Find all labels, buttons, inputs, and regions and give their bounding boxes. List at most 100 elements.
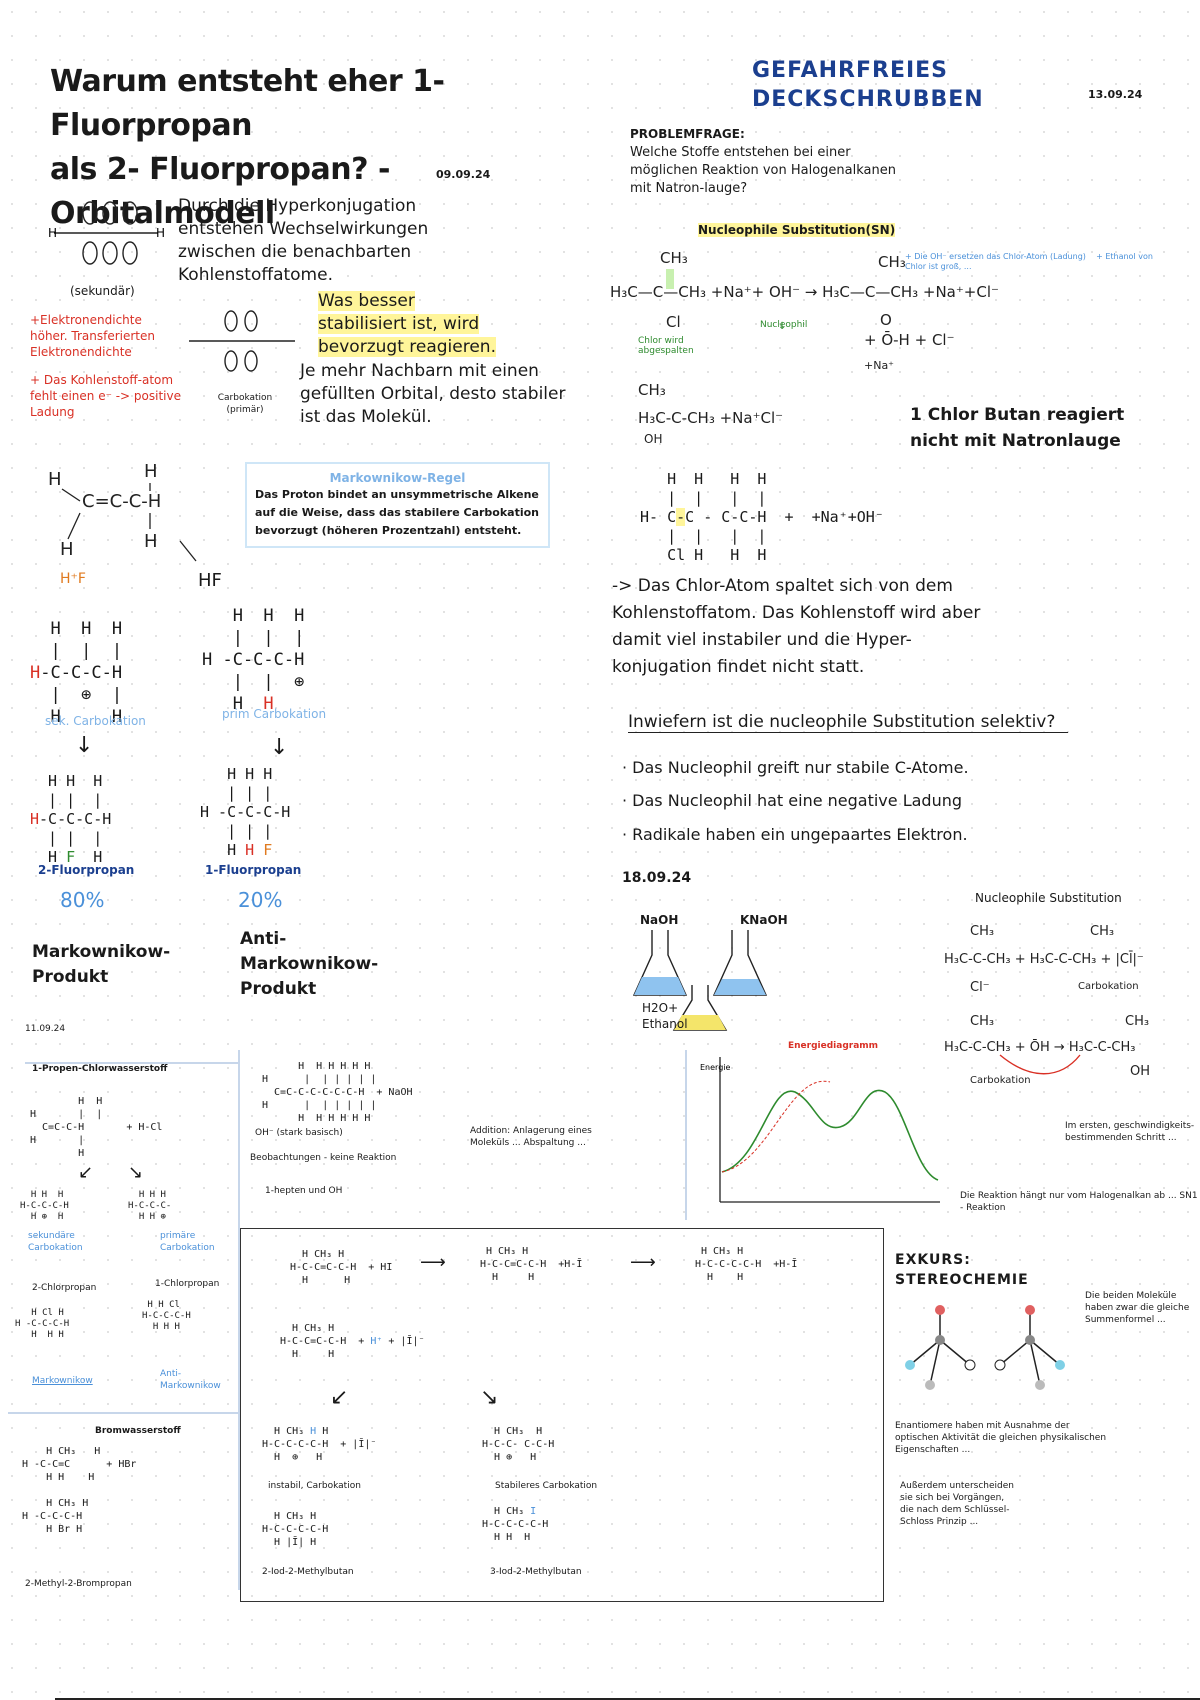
svg-text:Carbokation: Carbokation — [970, 1075, 1031, 1086]
date-18: 18.09.24 — [622, 870, 692, 886]
heptene-structure: H H H H H H H | | | | | | C=C-C-C-C-C-C-… — [262, 1061, 413, 1124]
chlorpropan-2-structure: H Cl H H -C-C-C-H H H H — [15, 1308, 70, 1340]
nucleophile-sub-title: Nucleophile Substitution(SN) — [698, 222, 896, 238]
arrow-right-2: ⟶ — [630, 1252, 656, 1273]
date-bottom: 11.09.24 — [25, 1024, 66, 1034]
arrow-left-diag: ↙ — [330, 1385, 349, 1410]
chlorbutan-structure: H H H H | | | | H- C-C - C-C-H + +Na⁺+OH… — [640, 470, 884, 564]
svg-text:H: H — [144, 461, 158, 482]
svg-text:+Na⁺: +Na⁺ — [864, 359, 894, 372]
svg-text:H₃C-C-CH₃ +Na⁺Cl⁻: H₃C-C-CH₃ +Na⁺Cl⁻ — [638, 409, 783, 427]
flasks — [632, 930, 768, 1031]
carbokation-label: Carbokation (primär) — [217, 393, 273, 415]
product-2-fluorpropan: 2-Fluorpropan — [38, 863, 135, 877]
stabil-structure: H CH₃ H H-C-C- C-C-H H ⊕ H — [482, 1426, 555, 1463]
prim-carb-structure: H H H H-C-C-C- H H ⊕ — [128, 1190, 172, 1222]
problem-label: PROBLEMFRAGE: — [630, 127, 745, 141]
prim-carb-label: primäre Carbokation — [160, 1231, 215, 1253]
sn-reaction-scheme: CH₃ H₃C—C—CH₃ +Na⁺+ OH⁻ → H₃C—C—CH₃ +Na⁺… — [610, 249, 999, 445]
svg-text:H⁺F: H⁺F — [60, 571, 86, 585]
iod1-structure: H CH₃ H H-C-C-C-C-H H |Ī| H — [262, 1511, 329, 1548]
svg-text:CH₃: CH₃ — [1125, 1014, 1149, 1029]
heading-gefahrfreies: GEFAHRFREIES DECKSCHRUBBEN — [752, 56, 984, 114]
svg-text:H: H — [156, 226, 165, 240]
arrow-down-2: ↓ — [270, 735, 289, 760]
propen-hcl-structure: H H H | | C=C-C-H + H-Cl H | H — [30, 1096, 163, 1159]
propen-structure: HC=C-C-H HH H H⁺F — [48, 461, 197, 585]
chlor-explanation: -> Das Chlor-Atom spaltet sich von dem K… — [612, 576, 981, 677]
instabil-label: instabil, Carbokation — [268, 1481, 361, 1491]
markownikow-rule-text: Das Proton bindet an unsymmetrische Alke… — [255, 488, 540, 537]
title-line-1: Warum entsteht eher 1-Fluorpropan — [50, 64, 445, 143]
orbital-molecule-sketch: H H — [48, 201, 165, 265]
anti-markownikow-produkt: Anti-Markownikow-Produkt — [240, 929, 379, 999]
separator-horizontal-2 — [25, 1062, 240, 1064]
sek-carb-structure: H H H H-C-C-C-H H ⊕ H — [20, 1190, 69, 1222]
iod-end-structure: H CH₃ H H-C-C-C-C-H +H-Ī H H — [695, 1246, 798, 1283]
hyperkonjugation-note: Durch die Hyperkonjugation entstehen Wec… — [178, 196, 429, 285]
title-line-2: als 2- Fluorpropan? - Orbitalmodell — [50, 152, 390, 231]
svg-text:C=C-C-H: C=C-C-H — [82, 491, 161, 512]
hf-label: HF — [198, 570, 222, 591]
arrow-down-1: ↓ — [75, 733, 94, 758]
separator-horizontal-1 — [8, 1412, 238, 1414]
problem-text: Welche Stoffe entstehen bei einer möglic… — [630, 145, 896, 196]
bromwasserstoff-label: Bromwasserstoff — [95, 1426, 181, 1436]
stereo-note-1: Die beiden Moleküle haben zwar die gleic… — [1085, 1291, 1190, 1325]
heading-line-2: DECKSCHRUBBEN — [752, 87, 984, 112]
svg-text:Cl: Cl — [666, 313, 681, 331]
iod-intermediate-structure: H CH₃ H H-C-C=C-C-H + H⁺ + |Ī|⁻ H H — [280, 1323, 425, 1360]
fluorpropan-1-structure: H H H | | | H -C-C-C-H | | | H H F — [200, 765, 291, 859]
heptene-notes: Addition: Anlagerung eines Moleküls ... … — [470, 1126, 592, 1148]
page-title: Warum entsteht eher 1-Fluorpropan als 2-… — [50, 60, 610, 236]
heading-line-1: GEFAHRFREIES — [752, 58, 949, 83]
svg-text:OH: OH — [644, 432, 662, 445]
svg-text:CH₃: CH₃ — [1090, 924, 1114, 939]
kohlenstoff-note: + Das Kohlenstoff-atom fehlt einen e⁻ ->… — [30, 373, 181, 419]
svg-text:Energie: Energie — [700, 1063, 730, 1072]
nachbarn-note: Je mehr Nachbarn mit einen gefüllten Orb… — [300, 361, 566, 427]
product-1-fluorpropan: 1-Fluorpropan — [205, 863, 302, 877]
bullet-1: · Das Nucleophil greift nur stabile C-At… — [622, 758, 969, 777]
exkurs-heading: EXKURS: STEREOCHEMIE — [895, 1250, 1029, 1290]
iod-mid-structure: H CH₃ H H-C-C=C-C-H +H-Ī H H — [480, 1246, 583, 1283]
svg-text:OH: OH — [1130, 1064, 1150, 1079]
svg-text:H₃C-C-CH₃ + H₃C-C-CH₃ + |Cl̄|⁻: H₃C-C-CH₃ + H₃C-C-CH₃ + |Cl̄|⁻ — [944, 952, 1144, 967]
svg-text:CH₃: CH₃ — [638, 381, 666, 399]
svg-text:CH₃: CH₃ — [660, 249, 688, 267]
sek-carbokation-label: sek. Carbokation — [45, 714, 146, 728]
instabil-structure: H CH₃ H H H-C-C-C-C-H + |Ī|⁻ H ⊕ H — [262, 1426, 377, 1463]
svg-text:H: H — [48, 226, 57, 240]
exkurs-line-1: EXKURS: — [895, 1252, 971, 1268]
svg-text:+ Ō-H + Cl⁻: + Ō-H + Cl⁻ — [864, 330, 955, 349]
iodine-reaction-frame — [240, 1228, 884, 1602]
selektiv-question: Inwiefern ist die nucleophile Substituti… — [628, 712, 1068, 733]
carbokation-orbital-sketch — [189, 310, 295, 372]
anti-markownikow-label: Anti-Markownikow — [160, 1369, 221, 1391]
beobachtungen-label: Beobachtungen - keine Reaktion — [250, 1153, 397, 1163]
methyl-brompropan-label: 2-Methyl-2-Brompropan — [25, 1579, 132, 1589]
stabilisiert-text: Was besser stabilisiert ist, wird bevorz… — [318, 291, 496, 357]
iod1-label: 2-Iod-2-Methylbutan — [262, 1567, 354, 1577]
percent-80: 80% — [60, 888, 105, 912]
prim-carbokation-label: prim Carbokation — [222, 707, 327, 721]
exkurs-line-2: STEREOCHEMIE — [895, 1272, 1029, 1288]
oh-note: OH⁻ (stark basisch) — [255, 1128, 343, 1138]
svg-text:H: H — [60, 539, 74, 560]
fluorpropan-2-structure: H H H | | | H-C-C-C-H | | | H F H — [30, 772, 112, 866]
stereo-note-2: Enantiomere haben mit Ausnahme der optis… — [895, 1421, 1107, 1455]
svg-text:abgespalten: abgespalten — [638, 346, 694, 356]
sekundaer-label: (sekundär) — [70, 284, 135, 298]
markownikow-rule-box: Markownikow-Regel Das Proton bindet an u… — [245, 462, 550, 548]
markownikow-label: Markownikow — [32, 1376, 93, 1386]
sek-carb-label: sekundäre Carbokation — [28, 1231, 83, 1253]
reaction-order-note: Die Reaktion hängt nur vom Halogenalkan … — [960, 1191, 1198, 1213]
svg-text:H₃C—C—CH₃ +Na⁺+ OH⁻ → H₃C—C—CH: H₃C—C—CH₃ +Na⁺+ OH⁻ → H₃C—C—CH₃ +Na⁺+Cl⁻ — [610, 283, 999, 301]
bullet-3: · Radikale haben ein ungepaartes Elektro… — [622, 825, 968, 844]
h2o-ethanol-label: H2O+ Ethanol — [642, 1001, 688, 1031]
iod2-structure: H CH₃ I H-C-C-C-C-H H H H — [482, 1506, 549, 1543]
svg-text:Nucleophil: Nucleophil — [760, 320, 807, 330]
sn-side-notes: + Die OH⁻ ersetzen das Chlor-Atom (Ladun… — [905, 252, 1153, 271]
bottom-rule — [55, 1698, 1200, 1700]
